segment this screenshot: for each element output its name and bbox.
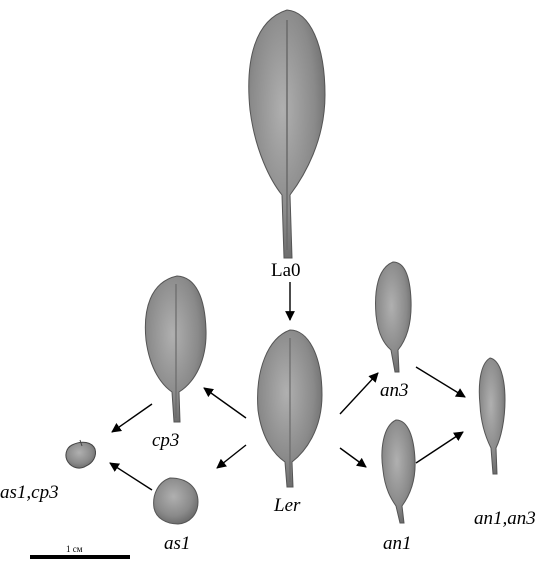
- label-an1: an1: [383, 533, 412, 555]
- leaf-as1-cp3: [66, 440, 96, 468]
- arrow-cp3-to-as1cp3: [112, 404, 152, 432]
- arrow-an3-to-an1an3: [416, 367, 465, 397]
- arrow-ler-to-as1: [217, 445, 246, 468]
- leaf-ler: [258, 330, 322, 487]
- leaf-as1: [154, 478, 198, 524]
- leaf-an1: [382, 420, 415, 523]
- leaf-an3: [376, 262, 412, 372]
- leaf-cp3: [145, 276, 206, 422]
- label-as1: as1: [164, 533, 190, 555]
- arrow-ler-to-an3: [340, 373, 378, 414]
- label-ler: Ler: [274, 495, 300, 517]
- label-la0: La0: [271, 260, 301, 282]
- arrow-ler-to-cp3: [204, 388, 246, 418]
- arrow-as1-to-as1cp3: [110, 463, 152, 490]
- label-an1-an3: an1,an3: [474, 508, 536, 530]
- scale-bar-label: 1 см: [66, 544, 82, 554]
- arrow-an1-to-an1an3: [416, 432, 463, 463]
- leaf-la0: [249, 10, 325, 258]
- label-cp3: cp3: [152, 430, 179, 452]
- leaf-an1-an3: [479, 358, 505, 474]
- label-an3: an3: [380, 380, 409, 402]
- label-as1-cp3: as1,cp3: [0, 482, 59, 504]
- arrow-ler-to-an1: [340, 448, 366, 467]
